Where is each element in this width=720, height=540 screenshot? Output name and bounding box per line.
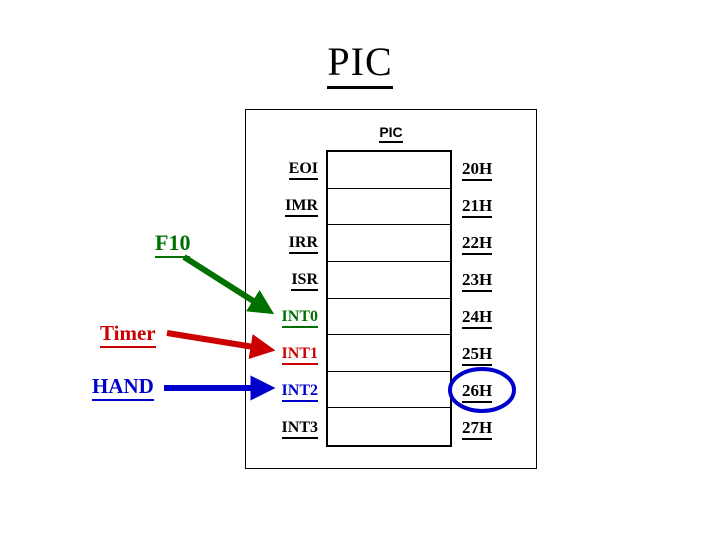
register-name-irr: IRR [198,234,318,254]
source-label-timer: Timer [100,321,156,348]
register-address-27h: 27H [462,418,493,440]
register-name-int3: INT3 [198,419,318,439]
page-title-text: PIC [327,39,393,89]
register-address-23h: 23H [462,270,493,292]
pic-block-caption-text: PIC [379,124,403,143]
register-name-label: IRR [288,234,318,254]
register-address-21h: 21H [462,196,493,218]
source-label-hand: HAND [92,374,154,401]
register-name-label: IMR [285,197,318,217]
register-address-label: 21H [462,196,493,218]
register-name-column: EOI IMR IRR ISR INT0 INT1 INT2 INT3 [198,150,318,447]
source-label-text: HAND [92,374,154,401]
register-name-eoi: EOI [198,160,318,180]
register-address-26h: 26H [462,381,493,403]
register-address-20h: 20H [462,159,493,181]
register-cell[interactable] [328,335,450,372]
register-name-imr: IMR [198,197,318,217]
register-address-label: 20H [462,159,493,181]
register-address-25h: 25H [462,344,493,366]
page-title: PIC [0,39,720,89]
register-name-int1: INT1 [198,345,318,365]
register-cell[interactable] [328,299,450,336]
register-address-label: 23H [462,270,493,292]
register-name-int0: INT0 [198,308,318,328]
register-name-label: INT3 [281,419,318,439]
register-address-24h: 24H [462,307,493,329]
register-address-label: 27H [462,418,493,440]
register-name-label: INT0 [281,308,318,328]
register-address-label: 22H [462,233,493,255]
register-name-label: EOI [288,160,318,180]
register-name-int2: INT2 [198,382,318,402]
source-label-f10: F10 [155,230,191,258]
register-address-label: 25H [462,344,493,366]
register-name-label: INT1 [281,345,318,365]
register-cell[interactable] [328,408,450,445]
register-cell[interactable] [328,189,450,226]
register-cell[interactable] [328,262,450,299]
source-label-text: Timer [100,321,156,348]
register-cell[interactable] [328,152,450,189]
register-address-22h: 22H [462,233,493,255]
register-cell[interactable] [328,372,450,409]
register-address-label: 26H [462,381,493,403]
register-name-isr: ISR [198,271,318,291]
register-cell[interactable] [328,225,450,262]
pic-block-caption: PIC [245,124,537,143]
register-address-label: 24H [462,307,493,329]
register-address-column: 20H 21H 22H 23H 24H 25H 26H 27H [462,150,532,447]
register-table [326,150,452,447]
register-name-label: ISR [291,271,318,291]
source-label-text: F10 [155,230,191,258]
register-name-label: INT2 [281,382,318,402]
